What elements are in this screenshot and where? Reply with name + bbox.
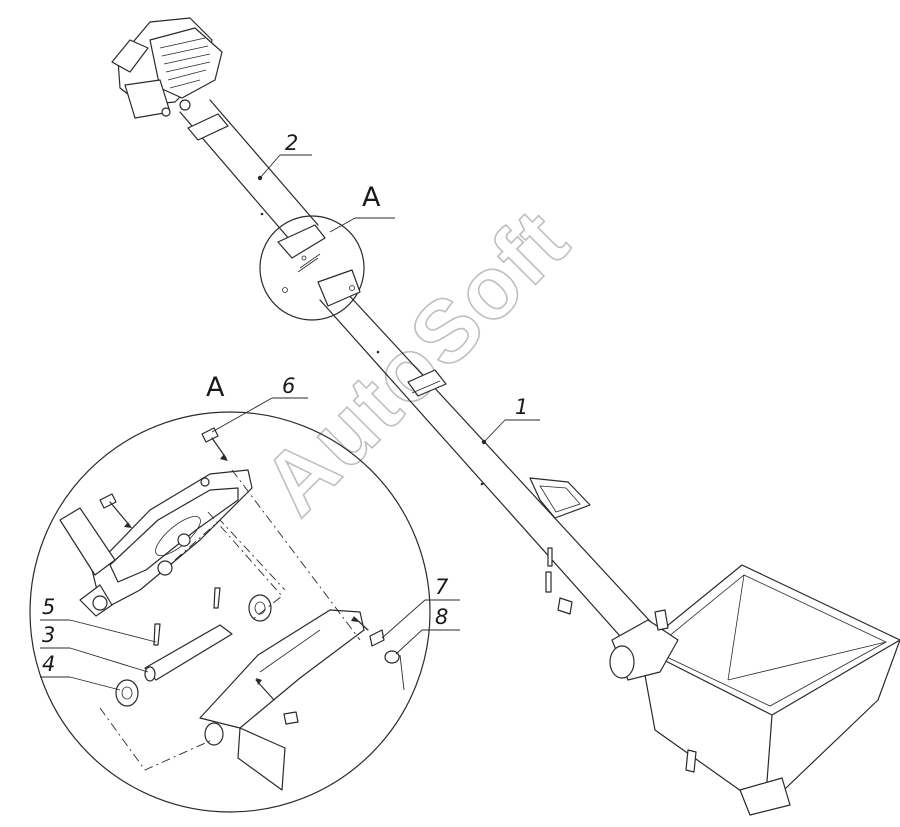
view-circle-a <box>259 215 365 321</box>
motor-assembly <box>111 17 223 119</box>
callout-7: 7 <box>435 575 449 599</box>
callout-6: 6 <box>282 374 295 398</box>
callout-2: 2 <box>285 131 298 155</box>
assembly-centerlines <box>99 469 361 771</box>
callout-1: 1 <box>515 395 528 419</box>
leader-lines <box>40 154 540 691</box>
callout-8: 8 <box>435 605 448 629</box>
detail-label-a: A <box>206 372 225 403</box>
callout-labels: 2 1 6 5 3 4 7 8 A A <box>42 131 528 676</box>
callout-5: 5 <box>42 595 55 619</box>
auger-tube <box>179 99 661 646</box>
callout-4: 4 <box>42 652 55 676</box>
tube-pins <box>545 547 573 615</box>
detail-circle-a <box>29 411 431 813</box>
support-bracket <box>529 477 591 519</box>
callout-3: 3 <box>42 623 55 647</box>
hopper <box>609 564 900 816</box>
view-label-a: A <box>362 182 381 213</box>
